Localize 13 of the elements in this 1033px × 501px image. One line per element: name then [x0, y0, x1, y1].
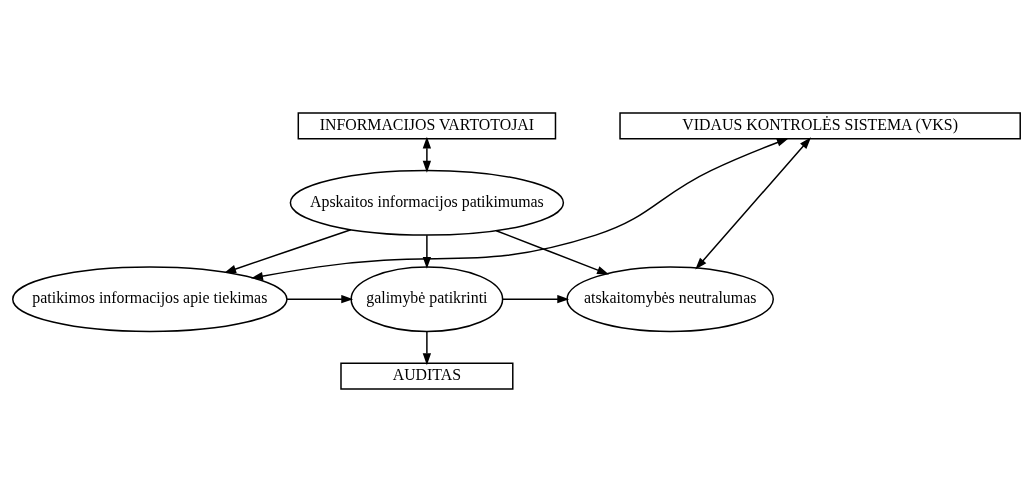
arrow: [695, 136, 812, 269]
arrow: [286, 294, 354, 303]
node-box: AUDITAS: [340, 361, 514, 390]
arrow: [224, 228, 352, 273]
arrow: [251, 137, 789, 280]
node-box: INFORMACIJOS VARTOTOJAI: [297, 111, 557, 140]
arrow: [495, 229, 610, 274]
node-ellipse: galimybė patikrinti: [350, 265, 504, 332]
node-box: VIDAUS KONTROLĖS SISTEMA (VKS): [619, 111, 1021, 140]
node-ellipse: Apskaitos informacijos patikimumas: [289, 169, 565, 236]
arrow: [422, 136, 432, 173]
arrow: [502, 294, 570, 303]
arrow: [422, 330, 432, 365]
